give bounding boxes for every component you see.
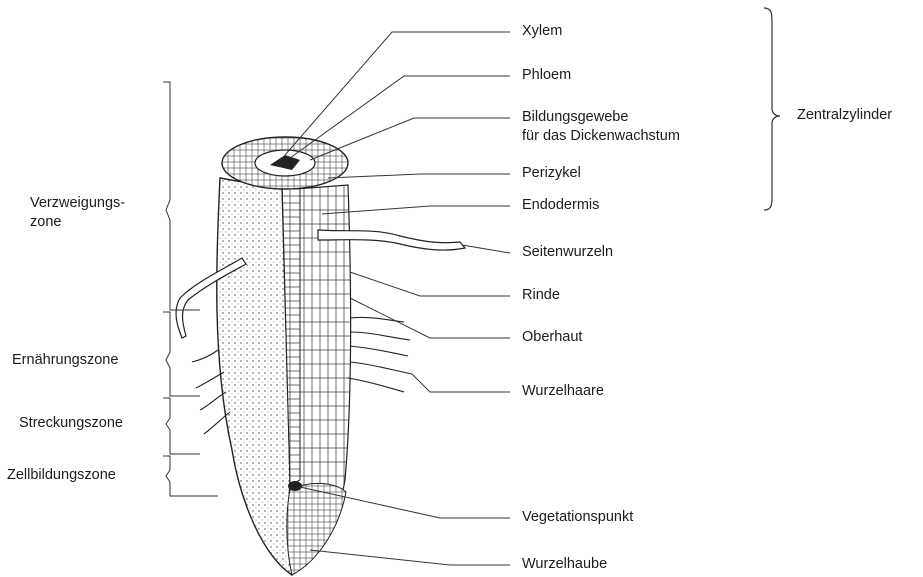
label-wurzelhaare: Wurzelhaare [522, 382, 604, 401]
label-bildungsgewebe: Bildungsgewebe für das Dickenwachstum [522, 108, 680, 146]
label-seitenwurzeln: Seitenwurzeln [522, 243, 613, 262]
label-zentralzylinder: Zentralzylinder [797, 106, 892, 125]
root-cap [287, 483, 346, 575]
label-verzweigungszone: Verzweigungs- zone [30, 194, 125, 232]
label-vegetationspunkt: Vegetationspunkt [522, 508, 633, 527]
vegetation-point [288, 481, 302, 491]
label-rinde: Rinde [522, 286, 560, 305]
central-cylinder-brace [764, 8, 780, 210]
label-xylem: Xylem [522, 22, 562, 41]
label-streckungszone: Streckungszone [19, 414, 123, 433]
label-endodermis: Endodermis [522, 196, 599, 215]
label-zellbildungszone: Zellbildungszone [7, 466, 116, 485]
label-ernaehrungszone: Ernährungszone [12, 351, 118, 370]
label-wurzelhaube: Wurzelhaube [522, 555, 607, 574]
label-oberhaut: Oberhaut [522, 328, 582, 347]
label-perizykel: Perizykel [522, 164, 581, 183]
label-phloem: Phloem [522, 66, 571, 85]
